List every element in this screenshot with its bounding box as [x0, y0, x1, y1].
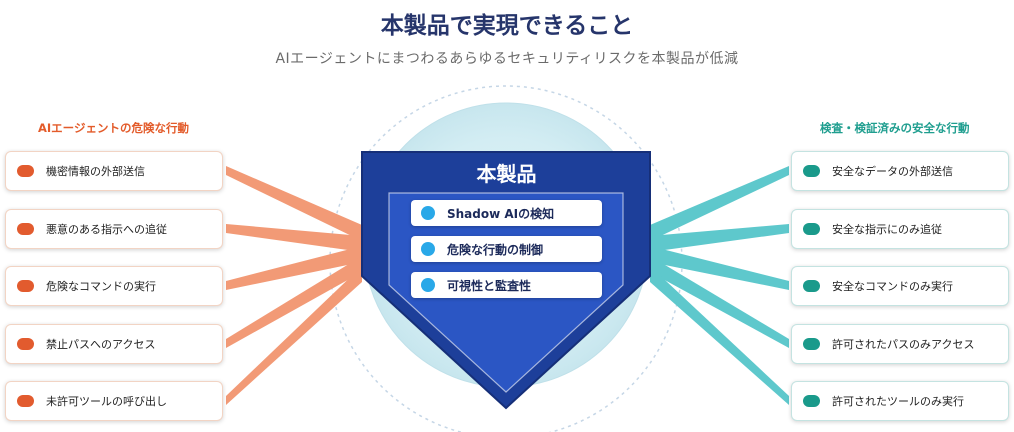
safe-item-card: 許可されたパスのみアクセス — [791, 324, 1009, 364]
safe-item-label: 安全なコマンドのみ実行 — [832, 280, 953, 293]
safe-item-label: 許可されたツールのみ実行 — [832, 395, 964, 408]
feature-item: 可視性と監査性 — [411, 272, 602, 298]
danger-item-label: 悪意のある指示への追従 — [46, 223, 167, 236]
danger-item-card: 悪意のある指示への追従 — [5, 209, 223, 249]
danger-item-card: 危険なコマンドの実行 — [5, 266, 223, 306]
danger-item-card: 未許可ツールの呼び出し — [5, 381, 223, 421]
feature-dot-icon — [421, 242, 435, 256]
left-connectors — [226, 166, 362, 405]
danger-dot-icon — [17, 395, 34, 407]
danger-item-label: 未許可ツールの呼び出し — [46, 395, 167, 408]
right-panel-heading: 検査・検証済みの安全な行動 — [820, 121, 970, 135]
feature-dot-icon — [421, 278, 435, 292]
safe-dot-icon — [803, 338, 820, 350]
safe-item-card: 安全な指示にのみ追従 — [791, 209, 1009, 249]
feature-label: 可視性と監査性 — [447, 278, 532, 293]
danger-item-card: 禁止パスへのアクセス — [5, 324, 223, 364]
feature-item: 危険な行動の制御 — [411, 236, 602, 262]
safe-item-card: 許可されたツールのみ実行 — [791, 381, 1009, 421]
safe-item-card: 安全なコマンドのみ実行 — [791, 266, 1009, 306]
product-title: 本製品 — [476, 162, 537, 186]
safe-dot-icon — [803, 223, 820, 235]
feature-label: Shadow AIの検知 — [447, 206, 555, 221]
danger-dot-icon — [17, 223, 34, 235]
danger-dot-icon — [17, 338, 34, 350]
danger-item-card: 機密情報の外部送信 — [5, 151, 223, 191]
danger-dot-icon — [17, 280, 34, 292]
safe-dot-icon — [803, 165, 820, 177]
page-title: 本製品で実現できること — [380, 13, 634, 39]
safe-item-label: 安全な指示にのみ追従 — [832, 223, 942, 236]
safe-item-label: 安全なデータの外部送信 — [832, 165, 953, 178]
left-panel-heading: AIエージェントの危険な行動 — [38, 121, 189, 135]
safe-item-card: 安全なデータの外部送信 — [791, 151, 1009, 191]
page-subtitle: AIエージェントにまつわるあらゆるセキュリティリスクを本製品が低減 — [275, 51, 739, 67]
feature-dot-icon — [421, 206, 435, 220]
right-connectors — [650, 166, 789, 405]
safe-dot-icon — [803, 395, 820, 407]
feature-label: 危険な行動の制御 — [447, 242, 544, 257]
danger-item-label: 禁止パスへのアクセス — [46, 338, 156, 351]
safe-dot-icon — [803, 280, 820, 292]
danger-item-label: 危険なコマンドの実行 — [46, 280, 156, 293]
feature-item: Shadow AIの検知 — [411, 200, 602, 226]
safe-item-label: 許可されたパスのみアクセス — [832, 338, 975, 351]
danger-item-label: 機密情報の外部送信 — [46, 165, 145, 178]
danger-dot-icon — [17, 165, 34, 177]
